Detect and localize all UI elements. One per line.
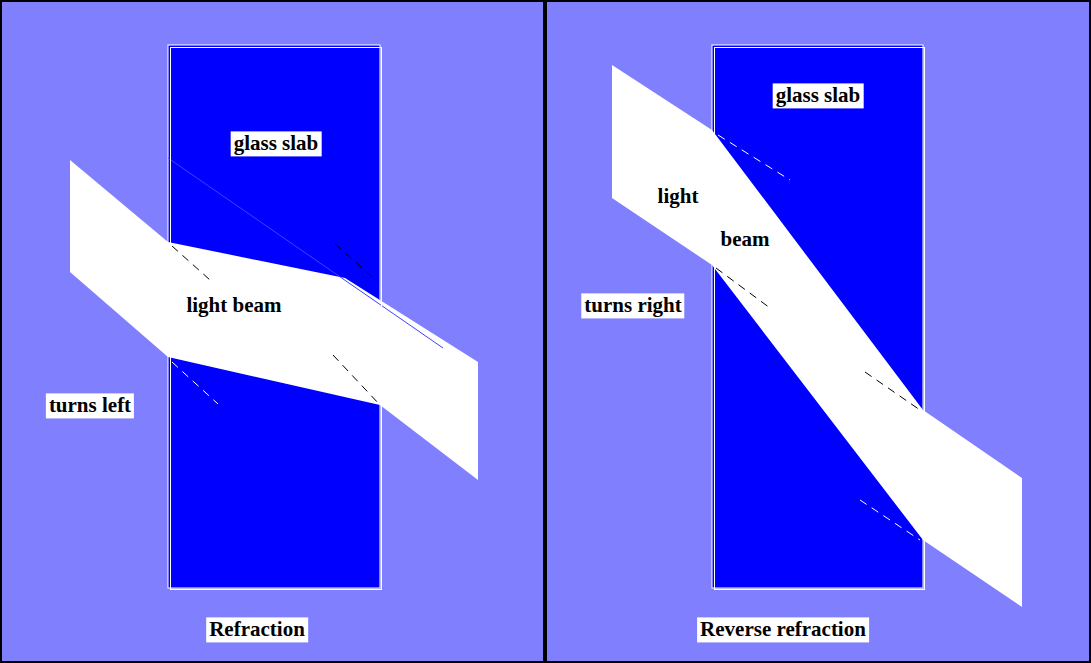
text-label: light <box>655 184 702 209</box>
dashed-line <box>716 268 770 308</box>
dashed-line <box>335 244 378 282</box>
ray-line <box>168 158 443 348</box>
text-label: turns left <box>46 393 134 418</box>
light-beam <box>612 65 1022 607</box>
panel: Reverse refraction glass slab <box>545 0 1091 663</box>
dashed-line <box>172 246 210 280</box>
dashed-line <box>860 500 920 540</box>
slab-label: glass slab <box>231 131 322 156</box>
light-beam <box>70 160 478 480</box>
slab-label: glass slab <box>773 83 864 108</box>
dashed-line <box>718 135 790 180</box>
dashed-line <box>333 355 380 405</box>
panel-caption: Reverse refraction <box>697 617 869 642</box>
dashed-line <box>172 362 218 404</box>
text-label: turns right <box>581 293 684 318</box>
glass-slab: glass slab <box>714 47 925 590</box>
dashed-line <box>865 372 920 410</box>
text-label: beam <box>718 227 773 252</box>
panel-caption: Refraction <box>206 617 308 642</box>
panel: Refraction glass slab <box>0 0 545 663</box>
text-label: light beam <box>183 293 284 318</box>
